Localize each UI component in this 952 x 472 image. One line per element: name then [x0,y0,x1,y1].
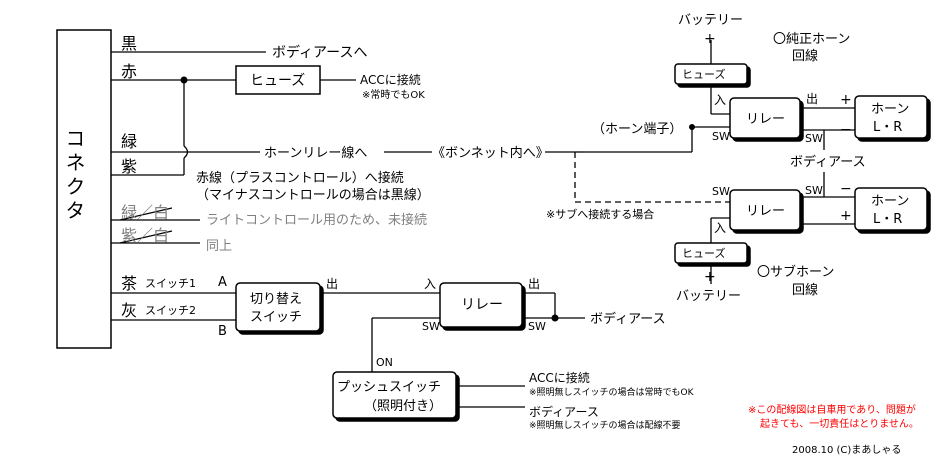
main-battery-plus: + [704,31,716,47]
selector-out-label: 出 [326,277,338,291]
selector-switch-box [235,282,321,332]
sub-horn-box [854,187,928,231]
wire-dest-red: ACCに接続 [360,72,421,87]
sub-fuse-box [674,242,748,264]
low-relay-label: リレー [461,297,503,313]
push-switch-line2: （照明付き） [364,399,442,414]
sub-relay-sw-top: SW [712,185,730,198]
main-horn-line1: ホーン [871,102,909,117]
credit-label: 2008.10 (C)まあしゃる [792,444,901,456]
horn-terminal-label: （ホーン端子） [592,122,682,137]
wire-label-red: 赤 [121,62,137,81]
wire-label-purple-white: 紫／白 [121,226,169,245]
wire-dest-black: ボディアースへ [272,44,367,61]
sub-battery-label: バッテリー [676,289,741,304]
main-fuse-box [674,63,748,85]
push-acc-note: ※照明無しスイッチの場合は常時でもOK [529,386,695,398]
green-white-note: ライトコントロール用のため、未接続 [206,212,427,228]
main-horn-plus: + [840,92,852,108]
main-fuse-label: ヒューズ [682,67,725,81]
main-horn-line2: L・R [873,120,902,135]
low-relay-sw-left: SW [422,320,440,333]
main-battery-label: バッテリー [678,13,743,28]
push-ground-label: ボディアース [529,404,599,419]
wire-label-gray: 灰 [121,301,137,320]
sub-relay-in: 入 [714,221,726,235]
boxes [56,29,928,419]
terminal-a: A [218,275,227,290]
wire-label-purple: 紫 [121,157,137,176]
terminal-b: B [218,324,227,339]
center-ground-label: ボディアース [790,154,866,170]
main-relay-in: 入 [714,93,726,107]
sub-horn-line2: L・R [873,212,902,227]
low-relay-in: 入 [424,277,436,291]
fuse-box-red [235,65,321,95]
wire-dest-green: ホーンリレー線へ [264,145,367,161]
sub-battery-plus: + [704,269,716,285]
selector-switch-line1: 切り替え [250,292,302,307]
push-switch-on: ON [376,356,393,369]
selector-switch-line2: スイッチ [250,310,302,325]
connector-block [56,29,112,349]
wire-label-green-white: 緑／白 [121,203,169,222]
low-relay-sw-right: SW [528,320,546,333]
sub-circuit-line1: 〇サブホーン [757,264,834,280]
low-relay-out: 出 [528,277,540,291]
switch2-label: スイッチ2 [145,304,196,317]
low-relay-box [439,282,523,328]
main-relay-label: リレー [746,112,785,127]
main-circuit-line1: 〇純正ホーン [773,32,850,47]
main-relay-box [729,97,801,139]
wire-label-brown: 茶 [121,274,137,293]
sub-relay-box [729,189,801,231]
disclaimer-line2: 起きても、一切責任はとりません。 [760,417,919,430]
switch1-label: スイッチ1 [145,277,196,290]
wires [111,40,855,408]
sub-relay-sw-right: SW [805,184,823,197]
low-relay-ground: ボディアース [590,311,666,327]
sub-horn-plus: + [840,208,852,224]
unused-wire-strikes [119,207,173,244]
push-ground-note: ※照明無しスイッチの場合は配線不要 [529,419,681,431]
main-circuit-line2: 回線 [792,48,818,64]
wire-label-green: 緑 [121,132,137,151]
main-relay-sw-left: SW [712,130,730,143]
connector-label: コネクタ [62,128,86,224]
main-relay-out: 出 [806,92,818,106]
purple-white-note: 同上 [206,239,232,254]
junction-dot-ground [551,314,559,322]
junction-dot-horn-terminal [689,124,695,130]
sub-horn-minus: − [840,181,852,197]
wire-label-black: 黒 [121,34,137,53]
sub-horn-line1: ホーン [871,194,909,209]
push-switch-box [332,371,457,419]
purple-note-1: 赤線（プラスコントロール）へ接続 [196,170,404,186]
main-horn-box [854,95,928,139]
main-relay-sw-right: SW [805,132,823,145]
junction-dot-red [180,76,188,84]
disclaimer-line1: ※この配線図は自車用であり、問題が [748,403,916,416]
sub-connection-note: ※サブへ接続する場合 [546,207,654,221]
push-acc-label: ACCに接続 [529,370,590,385]
purple-note-2: （マイナスコントロールの場合は黒線） [196,187,430,203]
fuse-label-red: ヒューズ [250,73,305,89]
push-switch-line1: プッシュスイッチ [337,380,441,395]
sub-circuit-line2: 回線 [792,282,818,298]
main-horn-minus: − [840,122,852,138]
sub-fuse-label: ヒューズ [682,246,725,260]
sub-relay-label: リレー [746,204,785,219]
bonnet-label: 《ボンネット内へ》 [432,145,549,161]
wire-note-red: ※常時でもOK [362,88,425,101]
